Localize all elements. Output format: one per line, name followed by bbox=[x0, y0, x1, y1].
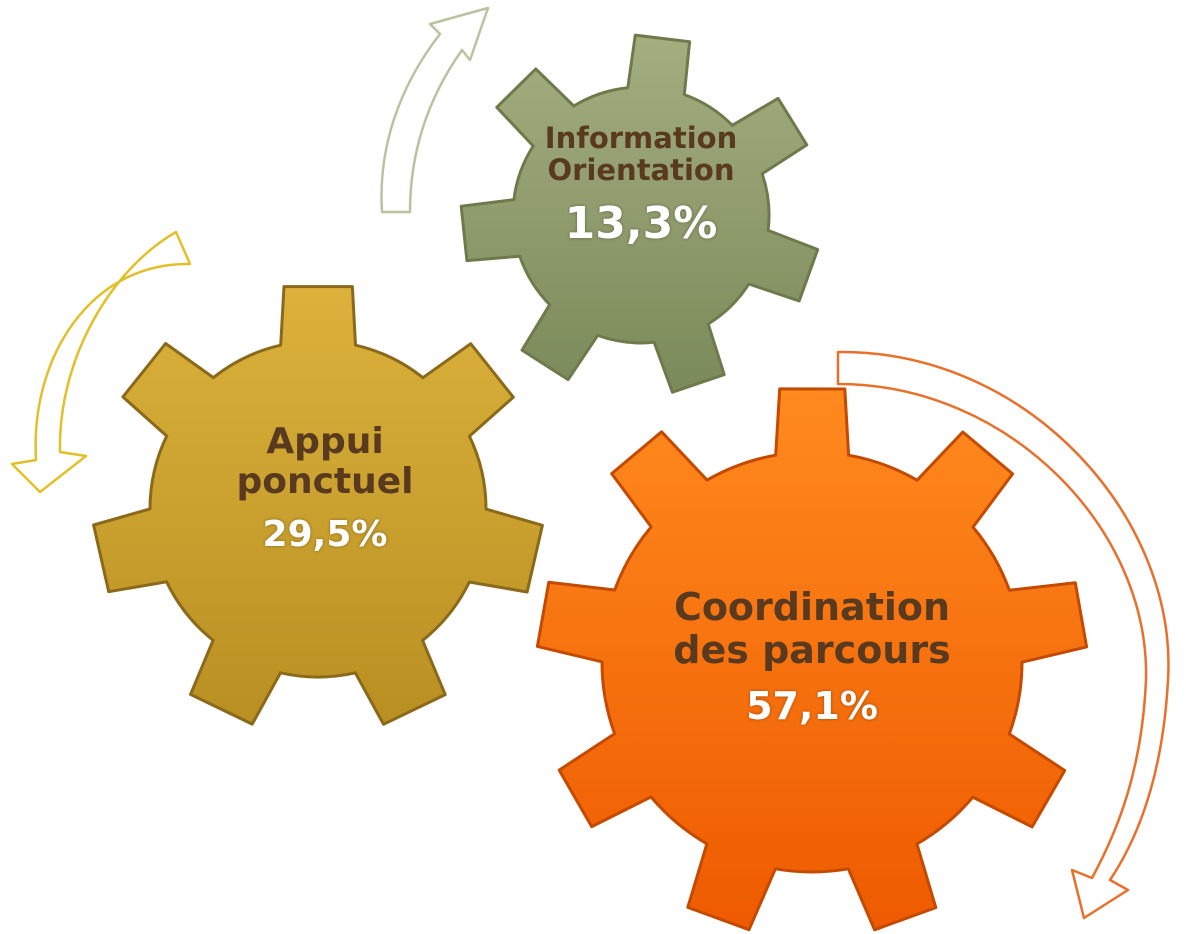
gear-label-line: Coordination bbox=[673, 585, 951, 629]
gear-information-orientation bbox=[459, 33, 820, 394]
gear-value: 13,3% bbox=[564, 197, 718, 249]
gear-appui-ponctuel bbox=[92, 285, 544, 726]
gear-label-line: Appui bbox=[266, 421, 384, 462]
cycle-arrow-left bbox=[10, 230, 192, 494]
cycle-arrow-top bbox=[380, 6, 490, 214]
gear-label-line: des parcours bbox=[673, 627, 951, 672]
gear-label-line: Information bbox=[544, 121, 738, 155]
gear-text-coordination-des-parcours: Coordination des parcours 57,1% bbox=[632, 586, 992, 728]
gear-text-appui-ponctuel: Appui ponctuel 29,5% bbox=[180, 421, 470, 555]
cycle-arrow-right bbox=[836, 350, 1170, 920]
gear-value: 29,5% bbox=[262, 513, 388, 555]
gear-coordination-des-parcours bbox=[535, 387, 1089, 932]
gear-value: 57,1% bbox=[746, 684, 878, 729]
gear-text-information-orientation: Information Orientation 13,3% bbox=[512, 121, 770, 249]
gear-label-line: ponctuel bbox=[236, 461, 414, 503]
gear-label-line: Orientation bbox=[547, 153, 735, 188]
